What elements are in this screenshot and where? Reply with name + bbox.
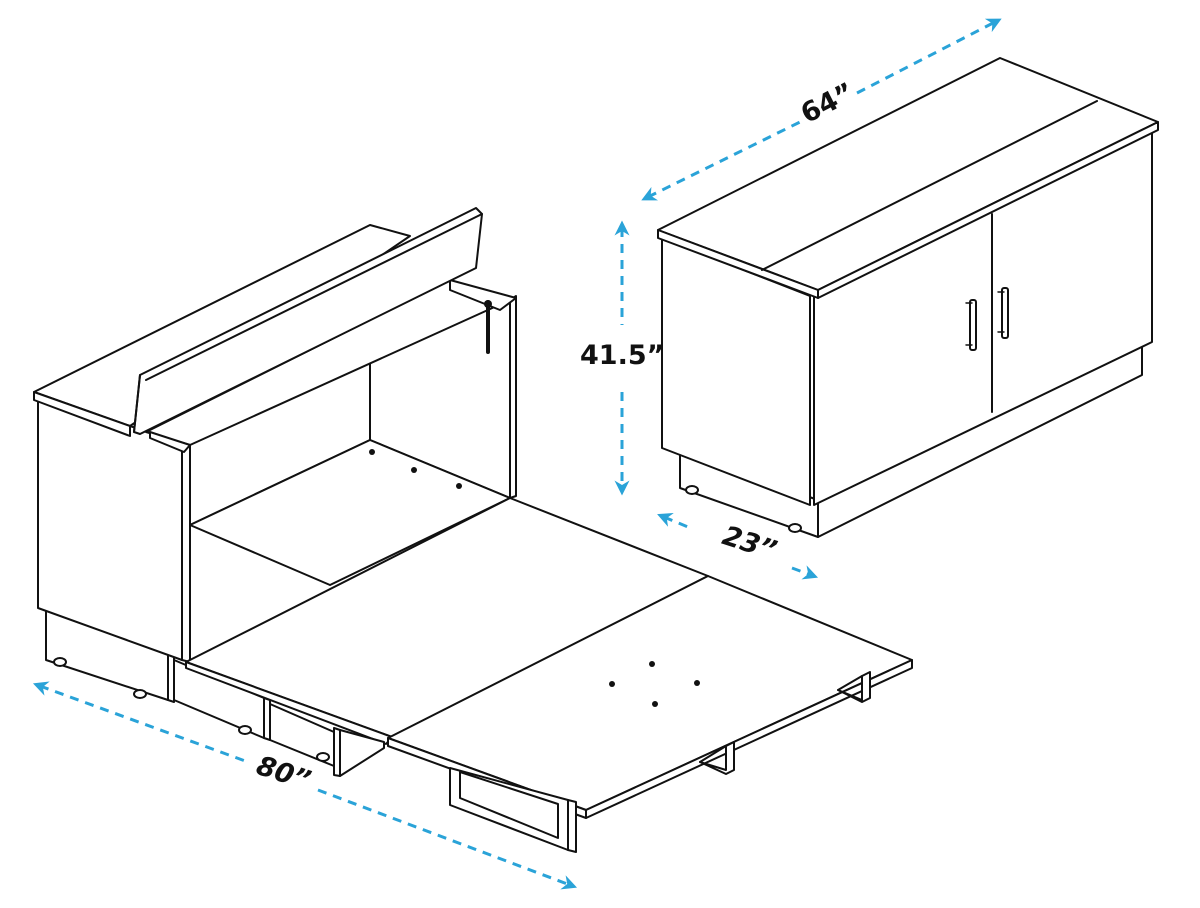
bolt-hole	[649, 661, 655, 667]
bolt-hole	[456, 483, 462, 489]
front-u-leg	[449, 767, 577, 853]
caster-icon	[685, 485, 699, 495]
bolt-hole	[369, 449, 375, 455]
dimension-width	[641, 18, 1002, 201]
cabinet-base	[679, 339, 1143, 538]
caster-icon	[316, 752, 330, 762]
bolt-hole	[652, 701, 658, 707]
top-split-line	[761, 100, 1098, 271]
door-handle-right-icon	[997, 287, 1009, 339]
bolt-hole	[609, 681, 615, 687]
bolt-hole	[694, 680, 700, 686]
caster-icon	[238, 725, 252, 735]
opened-bed	[33, 207, 913, 853]
closed-cabinet	[657, 57, 1159, 538]
middle-support-leg	[699, 741, 735, 775]
caster-icon	[788, 523, 802, 533]
door-handle-left-icon	[965, 299, 977, 351]
bolt-hole	[411, 467, 417, 473]
dimension-label-height: 41.5”	[580, 340, 665, 371]
far-support-leg	[837, 671, 871, 703]
caster-icon	[53, 657, 67, 667]
dimension-open-length	[32, 681, 578, 890]
caster-icon	[133, 689, 147, 699]
dimension-depth	[657, 512, 819, 580]
bed-base	[45, 607, 335, 767]
